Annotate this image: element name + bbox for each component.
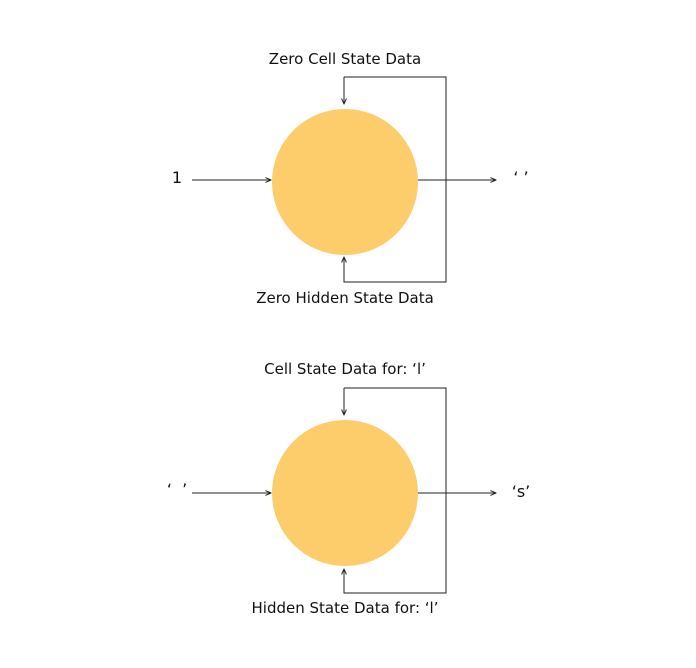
output-token-step-2: ‘s’ xyxy=(511,482,531,501)
input-token-step-2: ‘ ’ xyxy=(166,480,188,499)
hidden-state-label-step-1: Zero Hidden State Data xyxy=(256,289,434,307)
lstm-step-2 xyxy=(192,387,496,594)
input-token-step-1: 1 xyxy=(171,168,183,187)
lstm-cell-node-step-2 xyxy=(272,420,418,566)
output-token-step-1: ‘ ’ xyxy=(513,168,529,187)
cell-state-label-step-2: Cell State Data for: ‘l’ xyxy=(264,360,426,378)
lstm-step-1 xyxy=(192,76,496,283)
recurrent-loop-step-2 xyxy=(343,387,447,594)
recurrent-loop-step-1 xyxy=(343,76,447,283)
lstm-cell-node-step-1 xyxy=(272,109,418,255)
hidden-state-label-step-2: Hidden State Data for: ‘l’ xyxy=(251,599,439,617)
cell-state-label-step-1: Zero Cell State Data xyxy=(268,50,422,68)
